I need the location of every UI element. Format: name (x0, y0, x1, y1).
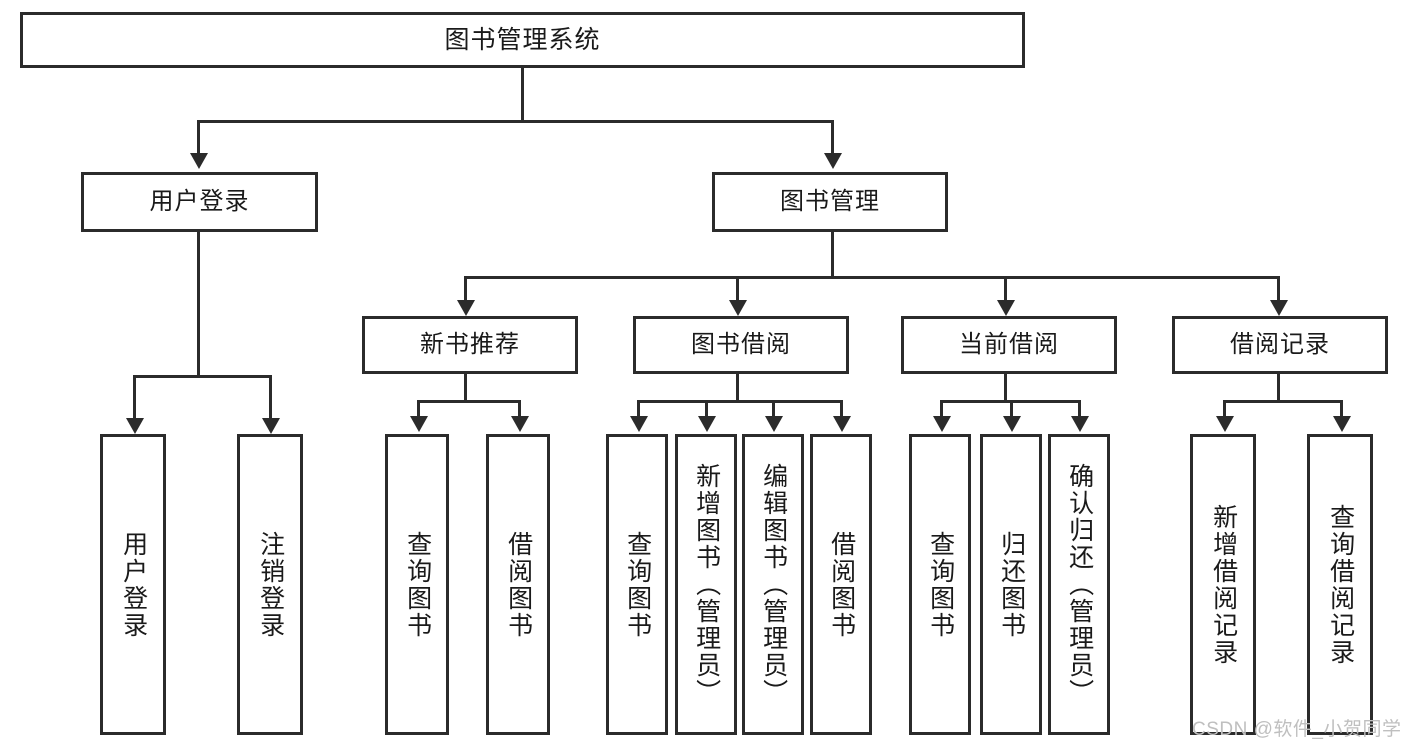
edge-user-login-leaf1 (133, 375, 136, 420)
edge-borrow-record-leaf2 (1340, 400, 1343, 418)
node-leaf-user-login[interactable]: 用户登录 (100, 434, 166, 735)
edge-user-login-leaf2 (269, 375, 272, 420)
node-leaf-logout[interactable]: 注销登录 (237, 434, 303, 735)
arrowhead-new-book-leaf2 (511, 416, 529, 432)
node-book-borrow[interactable]: 图书借阅 (633, 316, 849, 374)
arrowhead-book-borrow-leaf2 (698, 416, 716, 432)
node-label: 当前借阅 (959, 330, 1059, 358)
node-label: 编辑图书（管理员） (759, 463, 788, 706)
arrowhead-current-borrow-leaf3 (1071, 416, 1089, 432)
edge-to-new-book (464, 276, 467, 302)
edge-book-borrow-stem (736, 374, 739, 400)
arrowhead-new-book-leaf1 (410, 416, 428, 432)
edge-user-login-stem (197, 232, 200, 375)
arrowhead-new-book (457, 300, 475, 316)
arrowhead-borrow-record-leaf2 (1333, 416, 1351, 432)
node-label: 查询图书 (926, 530, 955, 639)
arrowhead-book-borrow-leaf1 (630, 416, 648, 432)
edge-book-borrow-leaf1 (637, 400, 640, 418)
node-new-book-recommend[interactable]: 新书推荐 (362, 316, 578, 374)
arrowhead-borrow-record-leaf1 (1216, 416, 1234, 432)
node-book-management[interactable]: 图书管理 (712, 172, 948, 232)
node-leaf-query-book-current[interactable]: 查询图书 (909, 434, 971, 735)
csdn-watermark: CSDN @软件_小贺同学 (1192, 719, 1402, 740)
arrowhead-current-borrow-leaf2 (1003, 416, 1021, 432)
node-leaf-borrow-book-recommend[interactable]: 借阅图书 (486, 434, 550, 735)
edge-new-book-leaf1 (417, 400, 420, 418)
node-leaf-add-book-admin[interactable]: 新增图书（管理员） (675, 434, 737, 735)
edge-book-borrow-leaf2 (705, 400, 708, 418)
edge-new-book-stem (464, 374, 467, 400)
edge-current-borrow-leaf2 (1010, 400, 1013, 418)
node-leaf-add-borrow-record[interactable]: 新增借阅记录 (1190, 434, 1256, 735)
edge-current-borrow-leaf3 (1078, 400, 1081, 418)
node-current-borrow[interactable]: 当前借阅 (901, 316, 1117, 374)
node-user-login[interactable]: 用户登录 (81, 172, 318, 232)
edge-book-manage-stem (831, 232, 834, 276)
node-label: 图书管理系统 (444, 26, 601, 54)
edge-current-borrow-leaf1 (940, 400, 943, 418)
arrowhead-user-login-leaf2 (262, 418, 280, 434)
edge-new-book-leaf2 (518, 400, 521, 418)
node-label: 图书借阅 (691, 330, 791, 358)
node-leaf-return-book[interactable]: 归还图书 (980, 434, 1042, 735)
edge-to-book-manage (831, 120, 834, 155)
node-label: 用户登录 (149, 187, 250, 215)
node-leaf-query-book-borrow[interactable]: 查询图书 (606, 434, 668, 735)
node-label: 查询图书 (403, 530, 432, 639)
edge-root-stem (521, 68, 524, 120)
arrowhead-book-borrow (729, 300, 747, 316)
arrowhead-user-login (190, 153, 208, 169)
arrowhead-user-login-leaf1 (126, 418, 144, 434)
node-label: 借阅图书 (827, 530, 856, 639)
arrowhead-borrow-record (1270, 300, 1288, 316)
edge-to-current-borrow (1004, 276, 1007, 302)
node-leaf-query-borrow-record[interactable]: 查询借阅记录 (1307, 434, 1373, 735)
edge-book-borrow-bus (637, 400, 842, 403)
node-label: 查询图书 (623, 530, 652, 639)
node-label: 借阅记录 (1230, 330, 1330, 358)
arrowhead-current-borrow-leaf1 (933, 416, 951, 432)
edge-level2-bus (197, 120, 834, 123)
node-borrow-record[interactable]: 借阅记录 (1172, 316, 1388, 374)
node-leaf-query-book-recommend[interactable]: 查询图书 (385, 434, 449, 735)
edge-borrow-record-leaf1 (1223, 400, 1226, 418)
node-label: 新增图书（管理员） (692, 463, 721, 706)
node-label: 归还图书 (997, 530, 1026, 639)
arrowhead-book-borrow-leaf3 (765, 416, 783, 432)
node-label: 用户登录 (119, 530, 148, 639)
edge-book-borrow-leaf4 (840, 400, 843, 418)
node-label: 确认归还（管理员） (1065, 463, 1094, 706)
node-label: 图书管理 (780, 187, 880, 215)
arrowhead-book-manage (824, 153, 842, 169)
edge-user-login-bus (133, 375, 272, 378)
node-label: 借阅图书 (504, 530, 533, 639)
node-root-book-management-system[interactable]: 图书管理系统 (20, 12, 1025, 68)
node-label: 注销登录 (256, 530, 285, 639)
edge-to-user-login (197, 120, 200, 155)
edge-current-borrow-stem (1004, 374, 1007, 400)
node-label: 新书推荐 (420, 330, 520, 358)
node-label: 查询借阅记录 (1326, 503, 1355, 666)
edge-to-borrow-record (1277, 276, 1280, 302)
arrowhead-current-borrow (997, 300, 1015, 316)
edge-book-borrow-leaf3 (772, 400, 775, 418)
edge-borrow-record-bus (1223, 400, 1343, 403)
edge-level3-bus (464, 276, 1280, 279)
node-leaf-borrow-book[interactable]: 借阅图书 (810, 434, 872, 735)
node-leaf-edit-book-admin[interactable]: 编辑图书（管理员） (742, 434, 804, 735)
arrowhead-book-borrow-leaf4 (833, 416, 851, 432)
node-leaf-confirm-return-admin[interactable]: 确认归还（管理员） (1048, 434, 1110, 735)
edge-to-book-borrow (736, 276, 739, 302)
node-label: 新增借阅记录 (1209, 503, 1238, 666)
edge-borrow-record-stem (1277, 374, 1280, 400)
edge-new-book-bus (417, 400, 521, 403)
